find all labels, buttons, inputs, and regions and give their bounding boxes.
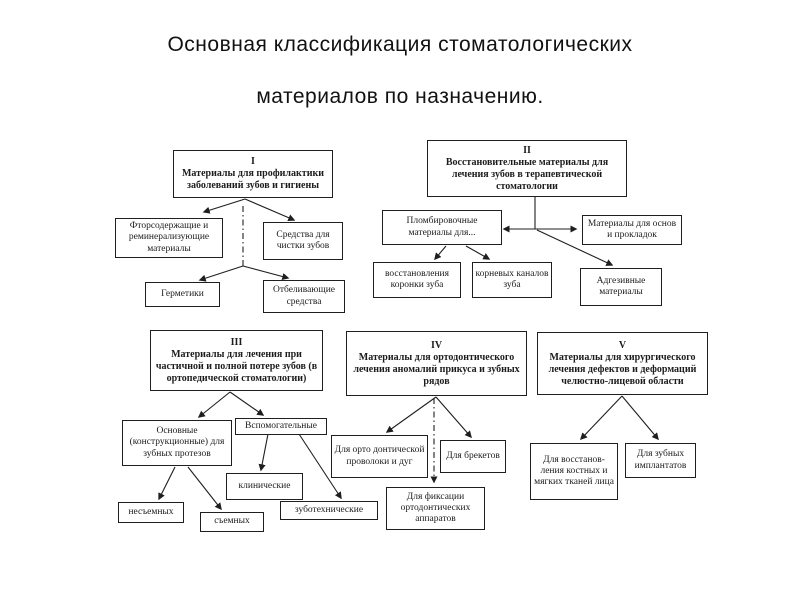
section-box-iv: IV Материалы для ортодонтического лечени… <box>346 331 527 396</box>
node-fixation: Для фиксации ортодонтических аппаратов <box>386 487 485 530</box>
section-box-i: I Материалы для профилактики заболеваний… <box>173 150 333 198</box>
section-box-v: V Материалы для хирургического лечения д… <box>537 332 708 395</box>
section-ii-numeral: II <box>523 144 531 156</box>
section-iv-label: Материалы для ортодонтического лечения а… <box>353 351 520 387</box>
node-fluoride: Фторсодержащие и реминерализующие матери… <box>115 218 223 258</box>
node-fixed-dentures: несъемных <box>118 502 184 523</box>
node-filling-materials: Пломбировочные материалы для... <box>382 210 502 245</box>
section-v-numeral: V <box>618 339 627 351</box>
node-root-canals: корневых каналов зуба <box>472 262 552 298</box>
node-bone-tissue: Для восстанов- ления костных и мягких тк… <box>530 443 618 500</box>
section-box-ii: II Восстановительные материалы для лечен… <box>427 140 627 197</box>
section-i-numeral: I <box>251 156 255 167</box>
node-crown-restoration: восстановления коронки зуба <box>373 262 461 298</box>
node-dental-lab: зуботехнические <box>280 501 378 520</box>
node-ortho-wire: Для орто донтической проволоки и дуг <box>331 435 428 478</box>
node-whitening: Отбеливающие средства <box>263 280 345 313</box>
node-cleaning: Средства для чистки зубов <box>263 222 343 260</box>
section-v-label: Материалы для хирургического лечения деф… <box>548 351 697 387</box>
node-implants: Для зубных имплантатов <box>625 443 696 478</box>
section-i-label: Материалы для профилактики заболеваний з… <box>181 168 324 191</box>
node-bases-linings: Материалы для основ и прокладок <box>582 215 682 245</box>
section-iii-label: Материалы для лечения при частичной и по… <box>155 348 318 384</box>
section-iii-numeral: III <box>230 336 243 348</box>
node-brackets: Для брекетов <box>440 440 506 473</box>
node-adhesive: Адгезивные материалы <box>580 268 662 306</box>
node-auxiliary: Вспомогательные <box>235 418 327 435</box>
slide-title-line-2: материалов по назначению. <box>256 85 544 108</box>
node-sealants: Герметики <box>145 282 220 307</box>
section-ii-label: Восстановительные материалы для лечения … <box>445 156 609 192</box>
node-clinical: клинические <box>226 473 303 500</box>
slide-title-line-1: Основная классификация стоматологических <box>167 33 633 56</box>
node-removable-dentures: съемных <box>200 512 264 532</box>
node-main-structural: Основные (конструкционные) для зубных пр… <box>122 420 232 466</box>
section-box-iii: III Материалы для лечения при частичной … <box>150 330 323 391</box>
section-iv-numeral: IV <box>430 339 443 351</box>
